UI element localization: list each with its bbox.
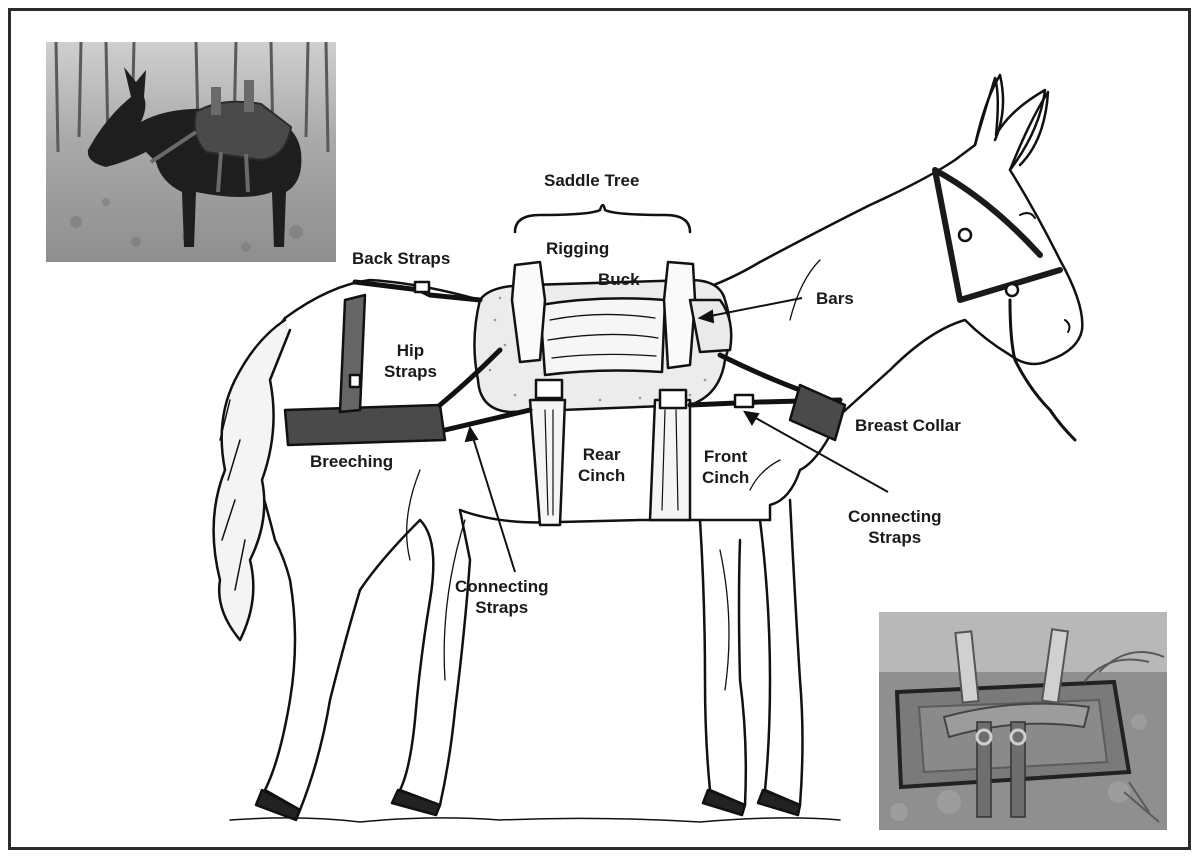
connecting-straps-bottom-pointer xyxy=(470,428,515,572)
front-cinch xyxy=(650,400,690,520)
breast-collar xyxy=(790,385,845,440)
label-breast-collar: Breast Collar xyxy=(855,415,961,436)
breeching xyxy=(285,405,445,445)
label-hip-straps: Hip Straps xyxy=(384,340,437,382)
label-buck: Buck xyxy=(598,269,640,290)
tail xyxy=(214,320,290,640)
rigging-post-front xyxy=(664,262,695,368)
label-back-straps: Back Straps xyxy=(352,248,450,269)
label-connecting-straps-bottom: Connecting Straps xyxy=(455,576,549,618)
hind-leg xyxy=(265,580,360,810)
saddle-tree-brace xyxy=(515,205,690,232)
label-rear-cinch: Rear Cinch xyxy=(578,444,625,486)
label-breeching: Breeching xyxy=(310,451,393,472)
label-connecting-straps-right: Connecting Straps xyxy=(848,506,942,548)
label-bars: Bars xyxy=(816,288,854,309)
rigging-post-rear xyxy=(512,262,545,362)
label-saddle-tree: Saddle Tree xyxy=(544,170,639,191)
label-front-cinch: Front Cinch xyxy=(702,446,749,488)
halter xyxy=(935,170,1060,300)
label-rigging: Rigging xyxy=(546,238,609,259)
